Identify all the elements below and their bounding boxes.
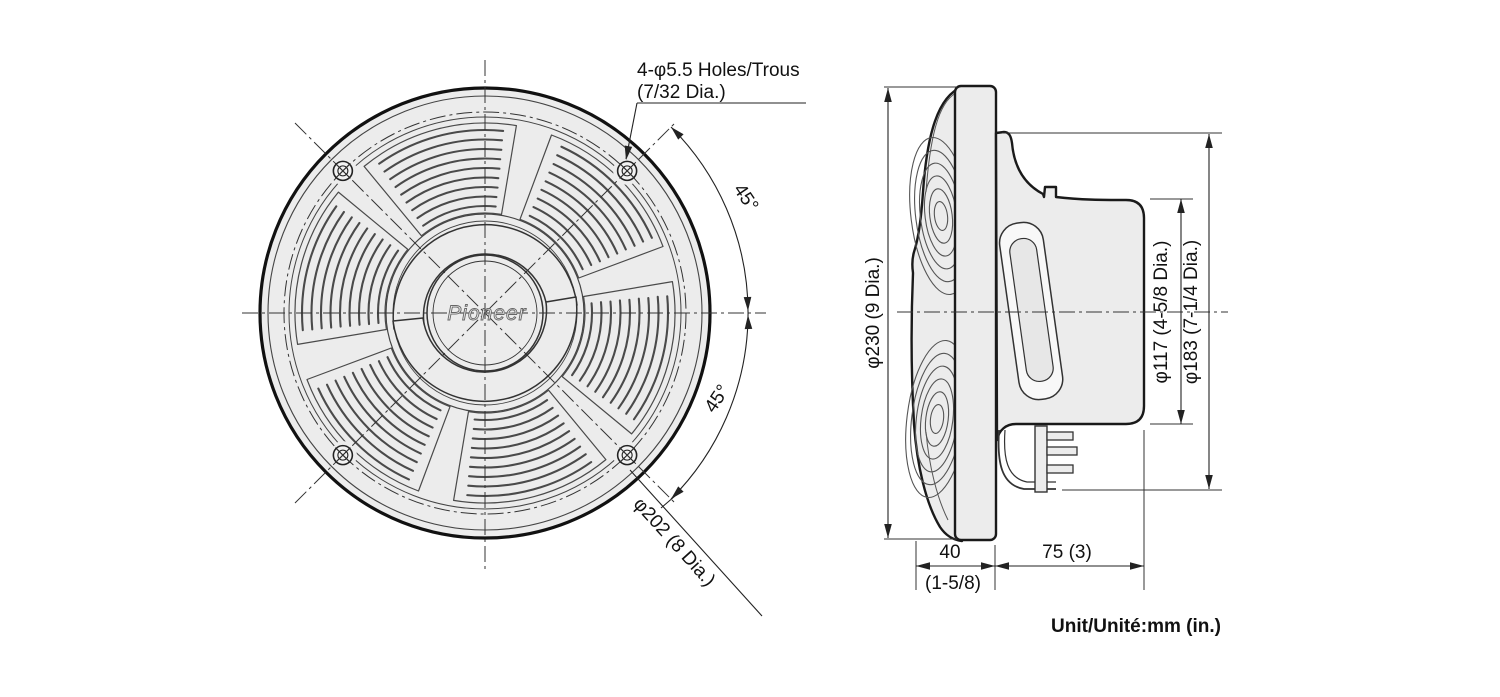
dimension-arrowhead [624,145,633,160]
grille-wedge-border [561,281,676,435]
front-depth-mm-label: 40 [939,542,960,563]
dimension-arrowhead [744,315,753,330]
side-grille-slots [905,136,973,499]
dome-inner-line-top [925,92,957,193]
diagonal-centerline-1 [294,122,676,504]
rear-depth-label: 75 (3) [1042,542,1092,563]
grille-wedge-border [363,122,517,237]
diagonal-centerline-2 [294,122,676,504]
dimension-arrowhead [1205,134,1213,148]
center-swirl-upper [392,223,578,330]
grille-wedge-border [306,347,451,492]
side-grille-slot [928,188,954,244]
dimension-arrowhead [1177,410,1185,424]
dimension-arrowhead [1205,475,1213,489]
grille-wedge-border [519,134,664,279]
terminal-bracket-inner [1003,429,1056,483]
terminal-pin [1046,446,1078,456]
terminal-assembly [997,425,1078,493]
grille-wedge-border [453,389,607,504]
center-swirl-lower [392,296,578,403]
terminal-bracket-outer [997,429,1056,490]
bolt-circle-centerline [283,111,687,515]
grille-wedge-border [294,191,409,345]
side-grille-slot [924,391,950,447]
side-grille-slot [919,378,955,460]
dimension-arrowhead [671,486,684,499]
dome-inner-line-bottom [925,431,949,521]
unit-note: Unit/Unité:mm (in.) [1051,616,1221,637]
side-grille-slot [929,404,945,434]
front-depth-in-label: (1-5/8) [925,573,981,594]
dimension-arrowhead [1130,562,1144,570]
dimension-arrowhead [916,562,930,570]
cutout-diameter-label: φ183 (7-1/4 Dia.) [1181,240,1202,384]
mounting-holes-label-line2: (7/32 Dia.) [637,82,726,103]
dimension-arrowhead [671,127,684,140]
front-view: Pioneer [242,60,766,572]
dimension-arrowhead [995,562,1009,570]
dimension-arrowhead [884,524,892,538]
terminal-plate [1034,425,1048,493]
mounting-holes-label-line1: 4-φ5.5 Holes/Trous [637,60,800,81]
terminal-pin [1046,431,1074,441]
side-view [897,84,1228,543]
terminal-pin [1046,464,1074,474]
angle-dimension-arc [670,126,749,500]
dimension-arrowhead [981,562,995,570]
side-grille-slot [933,201,949,231]
overall-diameter-label: φ230 (9 Dia.) [863,257,884,369]
front-centerlines [242,60,766,572]
pioneer-logo: Pioneer [447,302,526,325]
mounting-flange [953,84,998,542]
bolt-circle-leader [629,469,763,617]
dimension-arrowhead [743,296,752,311]
basket-side-window [998,221,1064,401]
arrowheads [624,88,1213,570]
dimension-arrowhead [1177,199,1185,213]
basket-diameter-label: φ117 (4-5/8 Dia.) [1151,241,1172,384]
dimension-arrowhead [884,88,892,102]
